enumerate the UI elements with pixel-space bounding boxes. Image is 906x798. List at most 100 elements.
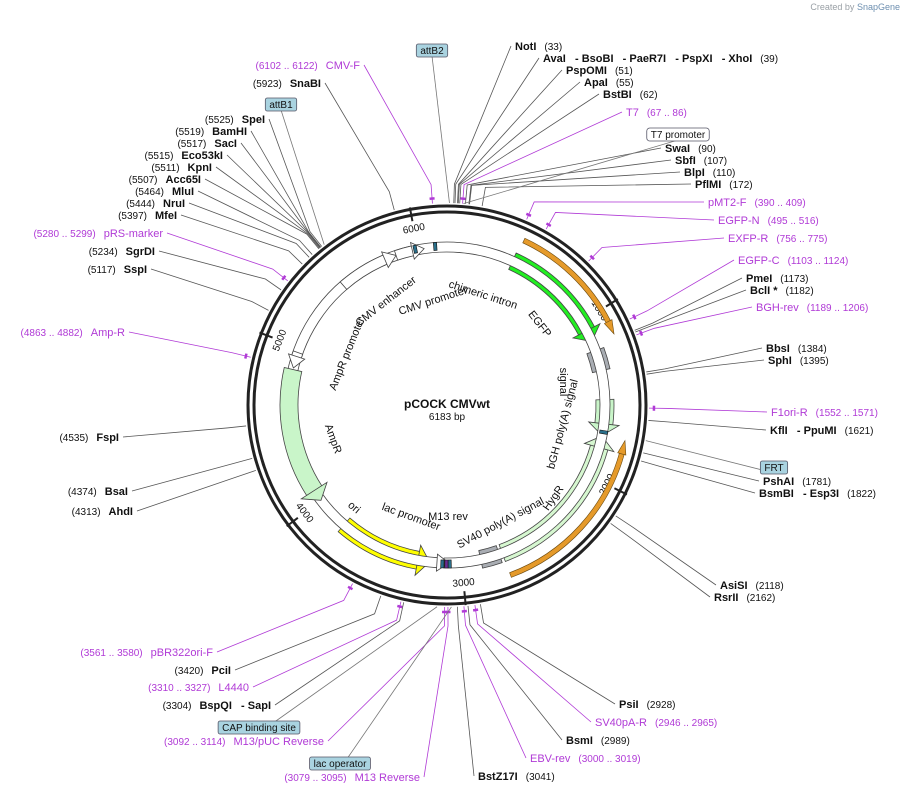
leader-line — [468, 159, 672, 205]
enzyme-site-label: NruI(5444) — [126, 198, 185, 210]
feature-label: M13 rev — [428, 511, 468, 523]
plasmid-name: pCOCK CMVwt — [404, 397, 490, 411]
feature-label: signal — [557, 368, 569, 397]
primer-name: M13 Reverse — [355, 772, 420, 784]
primer-name: pMT2-F — [708, 197, 747, 209]
enzyme-name: PsiI — [619, 699, 639, 711]
enzyme-site-label: BclI *(1182) — [750, 285, 814, 297]
boxed-label-text: T7 promoter — [651, 130, 706, 141]
tick-mark — [259, 331, 273, 339]
enzyme-name: PciI — [211, 665, 231, 677]
enzyme-site-label: SnaBI (5923) — [253, 78, 321, 90]
enzyme-site-label: SbfI(107) — [675, 155, 727, 167]
site-position: (90) — [698, 144, 716, 155]
enzyme-name: RsrII — [714, 592, 738, 604]
tick-mark — [463, 591, 467, 606]
site-position: (110) — [713, 168, 736, 179]
boxed-feature-label: attB1 — [264, 97, 298, 112]
boxed-feature-label: attB2 — [415, 43, 449, 58]
leader-lines — [122, 45, 775, 778]
primer-label: EGFP-C(1103 .. 1124) — [738, 255, 848, 267]
enzyme-name: SnaBI — [290, 78, 321, 90]
enzyme-site-label: BsmI(2989) — [566, 735, 630, 747]
enzyme-name: NotI — [515, 41, 536, 53]
site-position: (3304) — [163, 701, 192, 712]
leader-line — [545, 212, 715, 230]
leader-line — [158, 250, 282, 291]
primer-label: T7(67 .. 86) — [626, 107, 687, 119]
primer-label: pRS-marker(5280 .. 5299) — [33, 228, 163, 240]
leader-line — [122, 425, 247, 438]
small-feature-marker — [444, 559, 449, 569]
enzyme-site-label: SphI(1395) — [768, 355, 829, 367]
enzyme-site-label: BlpI(110) — [684, 167, 735, 179]
site-position: (5507) — [129, 175, 158, 186]
small-feature-marker — [440, 559, 445, 569]
site-position: (55) — [616, 78, 634, 89]
primer-binding-mark — [397, 604, 403, 609]
site-position: (5515) — [145, 151, 174, 162]
leader-line — [465, 147, 662, 204]
enzyme-name: Eco53kI — [181, 150, 223, 162]
enzyme-name: SgrDI — [126, 246, 155, 258]
enzyme-site-label: ApaI(55) — [584, 77, 634, 89]
promoter-arrow — [287, 350, 306, 369]
leader-line — [648, 407, 768, 413]
primer-label: L4440(3310 .. 3327) — [148, 682, 249, 694]
feature-label: ori — [345, 499, 362, 516]
site-position: (5117) — [88, 265, 116, 276]
leader-line — [645, 440, 775, 474]
snapgene-brand: SnapGene — [856, 2, 900, 12]
primer-label: M13/pUC Reverse(3092 .. 3114) — [164, 736, 324, 748]
enzyme-site-label: NotI(33) — [515, 41, 562, 53]
leader-line — [453, 45, 512, 204]
enzyme-site-label: PciI (3420) — [175, 665, 231, 677]
leader-line — [463, 139, 679, 205]
leader-line — [131, 458, 253, 492]
site-position: (5397) — [118, 211, 147, 222]
leader-line — [180, 214, 303, 265]
enzyme-name: SspI — [124, 264, 147, 276]
site-position: (3420) — [175, 666, 204, 677]
boxed-label-frame — [217, 720, 301, 735]
enzyme-site-label: BbsI(1384) — [766, 343, 827, 355]
site-position: (3561 .. 3580) — [80, 648, 142, 659]
leader-line — [462, 111, 623, 204]
leader-line — [363, 64, 433, 204]
enzyme-site-label: Acc65I(5507) — [129, 174, 201, 186]
primer-label: pBR322ori-F(3561 .. 3580) — [80, 647, 213, 659]
boxed-label-text: CAP binding site — [222, 723, 296, 734]
leader-line — [188, 202, 310, 258]
site-position: (5525) — [205, 115, 234, 126]
primer-binding-mark — [545, 222, 552, 228]
leader-line — [469, 171, 681, 205]
boxed-label-frame — [759, 460, 789, 475]
site-position: (495 .. 516) — [768, 216, 819, 227]
feature-label: CMV enhancer — [354, 274, 419, 329]
site-position: (62) — [640, 90, 658, 101]
site-position: (3000 .. 3019) — [578, 754, 640, 765]
primer-name: Amp-R — [91, 327, 125, 339]
plasmid-center: pCOCK CMVwt 6183 bp — [404, 397, 490, 423]
leader-line — [629, 259, 735, 320]
leader-line — [324, 82, 395, 211]
boxed-label-frame — [309, 756, 371, 771]
site-position: (5923) — [253, 79, 282, 90]
site-position: (1395) — [800, 356, 829, 367]
leader-line — [166, 232, 288, 282]
leader-line — [197, 190, 313, 255]
plasmid-size: 6183 bp — [429, 412, 466, 423]
primer-name: M13/pUC Reverse — [234, 736, 324, 748]
primer-label: CMV-F(6102 .. 6122) — [256, 60, 361, 72]
outer-feature-arrows — [509, 237, 627, 578]
leader-line — [646, 347, 763, 373]
site-position: (5464) — [135, 187, 164, 198]
leader-line — [258, 606, 438, 734]
site-position: (4535) — [59, 433, 88, 444]
leader-line — [252, 601, 402, 688]
enzyme-name: AvaI - BsoBI - PaeR7I - PspXI - XhoI — [543, 53, 752, 65]
feature-label: EGFP — [525, 309, 553, 340]
tick-mark — [605, 298, 619, 308]
